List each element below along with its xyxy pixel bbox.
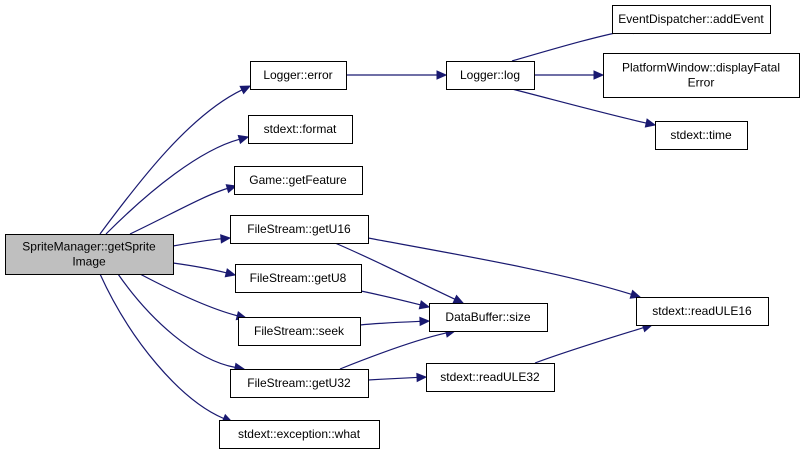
arrowhead-icon [452, 294, 465, 304]
node-box [446, 61, 535, 90]
node-box [612, 5, 771, 34]
edge-fs-get-u8-to-databuffer-size [360, 290, 431, 310]
edge-line [99, 89, 243, 235]
node-exception-what[interactable]: stdext::exception::what [219, 420, 380, 449]
node-label: FileStream::getU8 [250, 271, 347, 285]
node-add-event[interactable]: EventDispatcher::addEvent [612, 5, 771, 34]
node-label: DataBuffer::size [445, 310, 530, 324]
arrowhead-icon [220, 234, 232, 244]
edge-line [360, 290, 421, 306]
edge-fs-get-u16-to-databuffer-size [334, 242, 465, 304]
node-label: stdext::format [264, 122, 337, 136]
node-fs-get-u32[interactable]: FileStream::getU32 [230, 369, 369, 398]
arrowhead-icon [593, 70, 605, 80]
node-stdext-time[interactable]: stdext::time [655, 121, 748, 150]
node-stdext-format[interactable]: stdext::format [248, 115, 353, 144]
edge-sprite-get-image-to-fs-get-u32 [117, 273, 246, 372]
edges-layer [99, 24, 657, 423]
node-label: stdext::readULE16 [652, 304, 752, 318]
arrowhead-icon [239, 85, 252, 95]
node-box [5, 234, 174, 275]
edge-line [367, 237, 632, 295]
node-logger-log[interactable]: Logger::log [446, 61, 535, 90]
node-box [238, 317, 361, 346]
edge-line [339, 332, 447, 370]
edge-logger-log-to-stdext-time [511, 88, 657, 128]
node-box [429, 303, 548, 332]
edge-line [334, 242, 456, 300]
node-databuffer-size[interactable]: DataBuffer::size [429, 303, 548, 332]
edge-fs-seek-to-databuffer-size [359, 316, 431, 327]
edge-logger-error-to-logger-log [345, 70, 448, 80]
edge-read-ule32-to-read-ule16 [534, 323, 654, 364]
node-fs-get-u8[interactable]: FileStream::getU8 [235, 264, 362, 293]
edge-sprite-get-image-to-game-get-feature [129, 184, 238, 235]
arrowhead-icon [224, 268, 237, 278]
edge-line [172, 262, 227, 274]
edge-sprite-get-image-to-fs-get-u16 [172, 234, 232, 247]
arrowhead-icon [416, 372, 428, 383]
node-label: Error [688, 76, 715, 90]
node-box [655, 121, 748, 150]
node-box [230, 369, 369, 398]
edge-line [534, 327, 644, 364]
edge-line [359, 320, 421, 326]
edge-sprite-get-image-to-fs-seek [139, 273, 248, 321]
arrowhead-icon [225, 184, 238, 194]
node-box [248, 115, 353, 144]
node-label: EventDispatcher::addEvent [618, 12, 764, 26]
node-label: stdext::readULE32 [440, 370, 540, 384]
edge-sprite-get-image-to-stdext-format [105, 134, 250, 235]
arrowhead-icon [418, 300, 431, 310]
node-label: Image [72, 255, 106, 269]
edge-line [129, 187, 228, 235]
edge-line [105, 138, 240, 235]
edge-fs-get-u32-to-read-ule32 [367, 372, 428, 383]
node-box [250, 61, 347, 90]
node-box [636, 297, 769, 326]
node-box [219, 420, 380, 449]
node-label: Logger::log [460, 68, 520, 82]
edge-line [139, 273, 238, 317]
node-box [426, 363, 555, 392]
edge-sprite-get-image-to-logger-error [99, 85, 252, 235]
arrowhead-icon [237, 134, 250, 145]
edge-line [172, 238, 222, 247]
node-read-ule32[interactable]: stdext::readULE32 [426, 363, 555, 392]
node-box [234, 166, 363, 195]
arrowhead-icon [419, 316, 431, 327]
node-fs-seek[interactable]: FileStream::seek [238, 317, 361, 346]
node-label: stdext::exception::what [238, 427, 361, 441]
edge-fs-get-u16-to-read-ule16 [367, 237, 642, 299]
edge-line [367, 376, 418, 381]
arrowhead-icon [644, 118, 657, 128]
arrowhead-icon [436, 70, 448, 80]
node-label: stdext::time [670, 128, 732, 142]
arrowhead-icon [629, 289, 642, 299]
node-logger-error[interactable]: Logger::error [250, 61, 347, 90]
node-box [235, 264, 362, 293]
node-game-get-feature[interactable]: Game::getFeature [234, 166, 363, 195]
node-box [603, 53, 800, 98]
edge-sprite-get-image-to-exception-what [99, 273, 234, 423]
node-label: FileStream::seek [254, 324, 345, 338]
node-label: FileStream::getU16 [247, 222, 351, 236]
node-label: SpriteManager::getSprite [22, 240, 156, 254]
edge-line [511, 88, 647, 124]
node-label: FileStream::getU32 [247, 376, 351, 390]
node-label: Game::getFeature [249, 173, 347, 187]
edge-line [99, 273, 224, 420]
edge-logger-log-to-display-fatal [533, 70, 605, 80]
node-read-ule16[interactable]: stdext::readULE16 [636, 297, 769, 326]
node-fs-get-u16[interactable]: FileStream::getU16 [230, 215, 369, 244]
edge-sprite-get-image-to-fs-get-u8 [172, 262, 237, 278]
edge-line [117, 273, 236, 368]
node-label: PlatformWindow::displayFatal [622, 61, 780, 75]
node-label: Logger::error [263, 68, 332, 82]
node-box [230, 215, 369, 244]
